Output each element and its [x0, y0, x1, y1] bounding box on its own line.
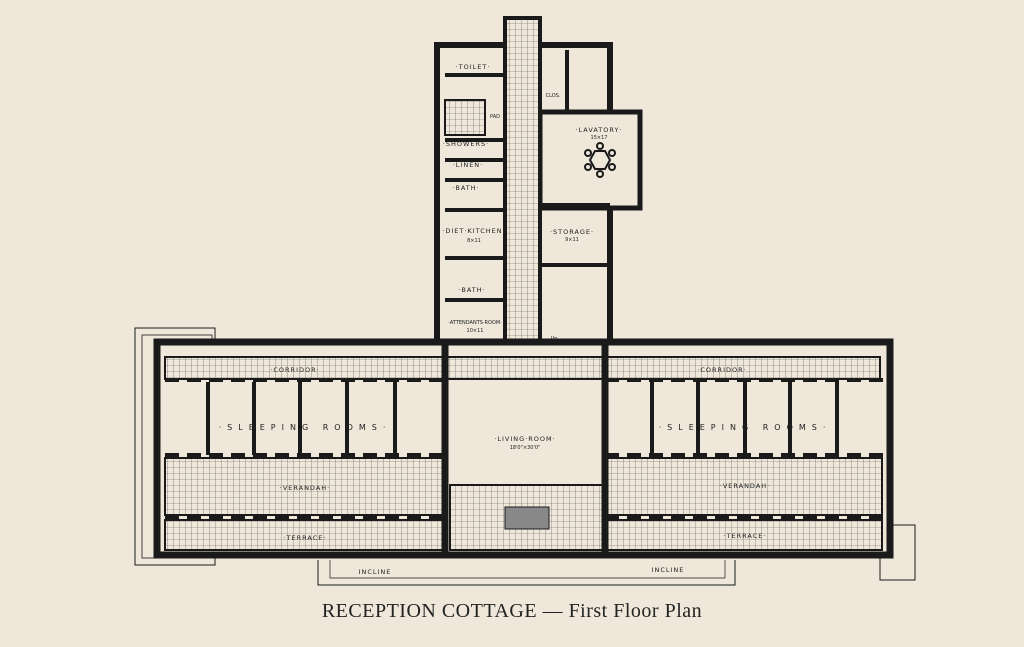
sleeping-rooms-left-label: ·SLEEPING ROOMS· [219, 423, 392, 432]
linen-label: ·LINEN· [453, 161, 484, 169]
diet-kitchen-size: 8×11 [467, 238, 481, 244]
wing-corridor [503, 16, 542, 357]
storage-size: 9×11 [565, 237, 579, 243]
corridor-right-label: ·CORRIDOR· [697, 366, 746, 374]
caption-dash: — [537, 600, 569, 622]
corridor [164, 356, 881, 380]
bath-label-lower: ·BATH· [458, 286, 485, 294]
terrace-right-label: ·TERRACE· [724, 532, 767, 540]
diet-kitchen-label: ·DIET·KITCHEN· [442, 227, 505, 235]
lavatory-size: 15×17 [591, 135, 608, 141]
lavatory-label: ·LAVATORY· [575, 126, 622, 134]
closet-label: CLOS. [546, 93, 561, 99]
storage-label: ·STORAGE· [550, 228, 594, 236]
corridor-left-label: ·CORRIDOR· [270, 366, 319, 374]
incline-right-label: INCLINE [652, 566, 685, 574]
bath-label-upper: ·BATH· [452, 184, 479, 192]
plan-caption: RECEPTION COTTAGE — First Floor Plan [0, 600, 1024, 623]
sleeping-rooms-right-label: ·SLEEPING ROOMS· [659, 423, 832, 432]
living-room-label: ·LIVING·ROOM· [494, 435, 555, 443]
attendants-room-size: 10×11 [467, 328, 484, 334]
attendants-room-label: ·ATTENDANTS·ROOM· [448, 320, 502, 326]
incline-left-label: INCLINE [359, 568, 392, 576]
showers-label: ·SHOWERS· [443, 140, 489, 148]
living-room-size: 18'0"×30'0" [510, 445, 541, 451]
verandah-right-label: ·VERANDAH· [720, 482, 770, 490]
toilet-label: ·TOILET· [456, 63, 491, 71]
incline [317, 560, 736, 586]
stair-up-label: Up [551, 336, 558, 342]
caption-title: RECEPTION COTTAGE [321, 600, 538, 622]
verandah-left-label: ·VERANDAH· [280, 484, 330, 492]
pad-label: PAD [490, 114, 500, 120]
terrace-left-label: ·TERRACE· [284, 534, 327, 542]
caption-subtitle: First Floor Plan [568, 600, 703, 622]
